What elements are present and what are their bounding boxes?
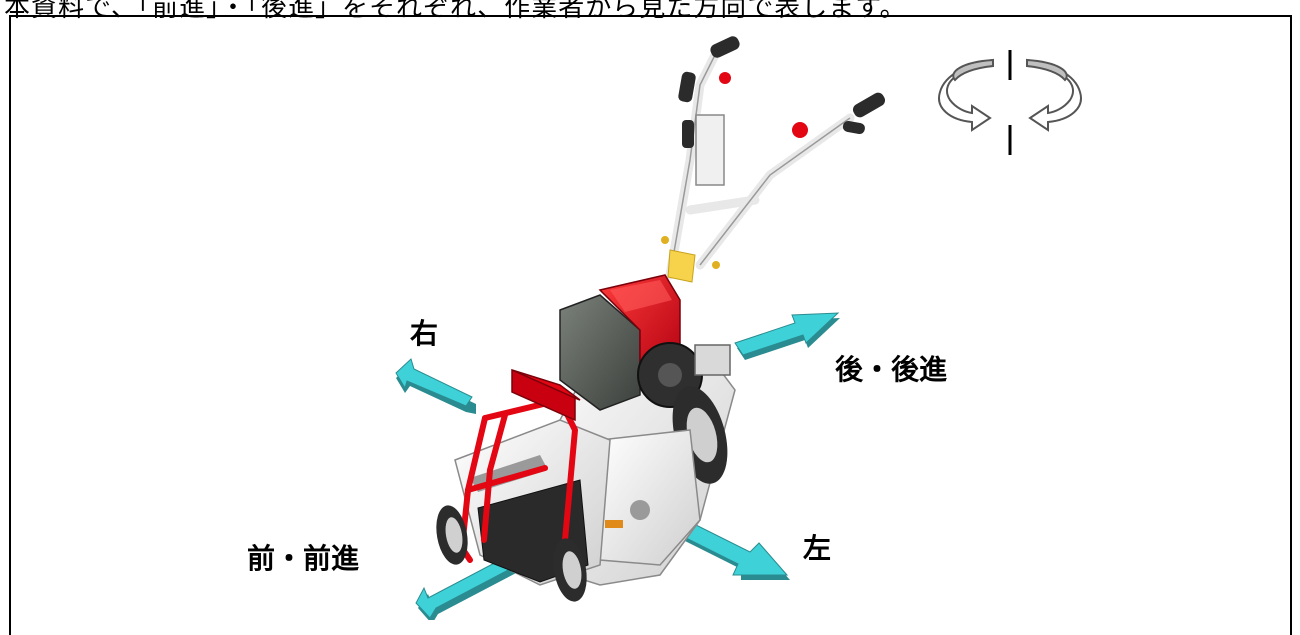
diagram-canvas [395, 36, 1082, 620]
diagram-frame [9, 15, 1292, 635]
header-text: 本資料で、「前進」・「後進」をそれぞれ、作業者から見た方向で表します。 [4, 0, 907, 23]
arrow-left [679, 522, 790, 580]
label-left: 左 [803, 532, 832, 565]
rotation-icon [938, 50, 1082, 155]
arrow-right [395, 358, 476, 414]
label-right: 右 [410, 317, 439, 350]
label-front-forward: 前・前進 [247, 542, 360, 575]
arrow-back [734, 312, 840, 360]
mower-illustration [436, 36, 886, 602]
label-back-reverse: 後・後進 [835, 353, 948, 386]
